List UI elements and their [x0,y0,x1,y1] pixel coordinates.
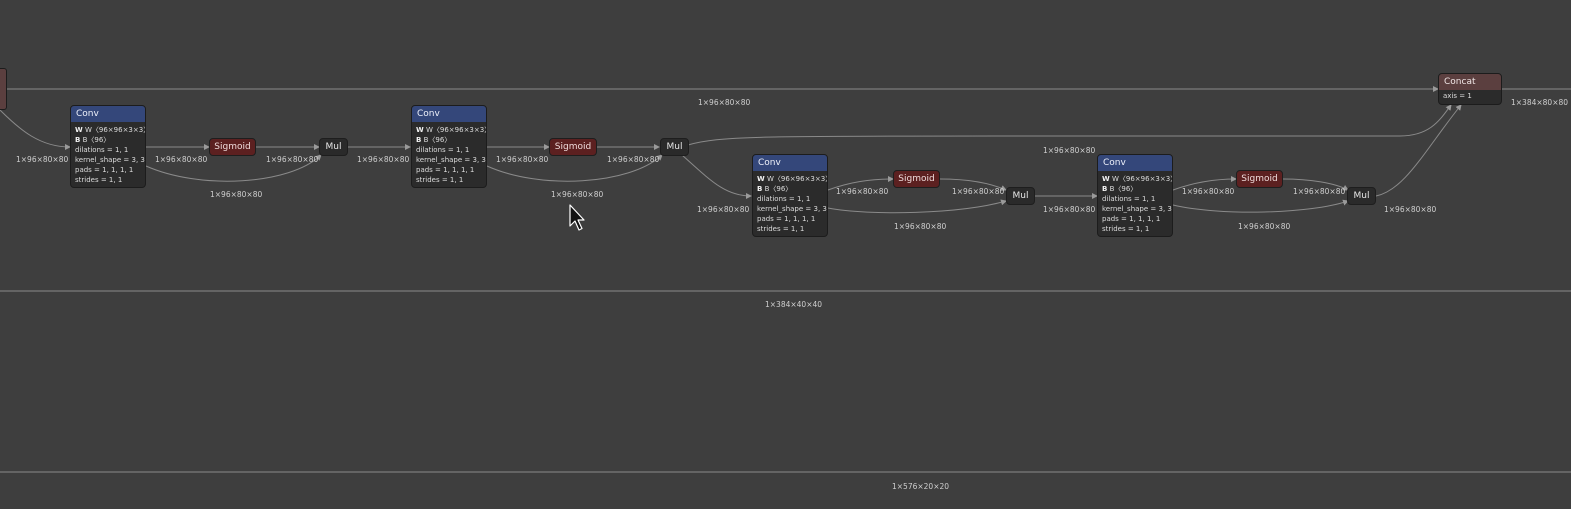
edge-conv2-mul2 [486,154,663,182]
edge-label: 1×96×80×80 [16,155,69,164]
conv-attr-kernel: kernel_shape = 3, 3 [416,156,486,164]
edge-label: 1×96×80×80 [697,205,750,214]
concat-node-title: Concat [1439,74,1501,90]
edge-label: 1×96×80×80 [1043,205,1096,214]
conv-attr-pads: pads = 1, 1, 1, 1 [75,166,134,174]
mul-node-1[interactable]: Mul [319,138,348,156]
conv-attr-strides: strides = 1, 1 [757,225,805,233]
conv-attr-strides: strides = 1, 1 [1102,225,1150,233]
concat-attr-axis: axis = 1 [1443,92,1472,100]
conv-attr-kernel: kernel_shape = 3, 3 [1102,205,1172,213]
edge-label: 1×96×80×80 [836,187,889,196]
conv-node-2[interactable]: Conv W W〈96×96×3×3〉 B B〈96〉 dilations = … [411,105,487,188]
edge-conv4-sig4 [1172,176,1237,191]
conv-attr-dilations: dilations = 1, 1 [75,146,129,154]
conv-attr-weight: W W〈96×96×3×3〉 [75,126,146,134]
mul-node-3[interactable]: Mul [1006,187,1035,205]
edge-label: 1×96×80×80 [155,155,208,164]
conv-attr-pads: pads = 1, 1, 1, 1 [757,215,816,223]
edge-sig4-mul4 [1282,178,1349,191]
edge-in-conv1 [0,109,71,150]
edge-label: 1×96×80×80 [698,98,751,107]
edge-label: 1×96×80×80 [607,155,660,164]
conv-attr-bias: B B〈96〉 [75,136,111,144]
sigmoid-node-2[interactable]: Sigmoid [549,138,597,156]
edge-conv4-mul4 [1172,199,1349,213]
sigmoid-node-4[interactable]: Sigmoid [1236,170,1283,188]
edge-label: 1×96×80×80 [210,190,263,199]
conv-node-2-title: Conv [412,106,486,122]
conv-attr-dilations: dilations = 1, 1 [1102,195,1156,203]
edge-conv1-mul1 [145,154,322,182]
conv-attr-dilations: dilations = 1, 1 [416,146,470,154]
edge-sig3-mul3 [939,178,1007,191]
edge-mul2-concat [687,104,1452,146]
conv-attr-strides: strides = 1, 1 [416,176,464,184]
edge-mul2-conv3 [681,154,752,199]
conv-attr-kernel: kernel_shape = 3, 3 [75,156,145,164]
edge-label: 1×96×80×80 [1238,222,1291,231]
conv-attr-kernel: kernel_shape = 3, 3 [757,205,827,213]
conv-attr-strides: strides = 1, 1 [75,176,123,184]
conv-attr-bias: B B〈96〉 [416,136,452,144]
edge-conv3-mul3 [827,199,1007,214]
edge-label: 1×384×40×40 [765,300,823,309]
conv-node-3-title: Conv [753,155,827,171]
conv-node-4-title: Conv [1098,155,1172,171]
conv-node-1[interactable]: Conv W W〈96×96×3×3〉 B B〈96〉 dilations = … [70,105,146,188]
sigmoid-node-1[interactable]: Sigmoid [209,138,256,156]
edge-label: 1×96×80×80 [266,155,319,164]
conv-attr-bias: B B〈96〉 [1102,185,1138,193]
input-node-partial[interactable] [0,68,7,110]
edge-conv3-sig3 [827,176,894,191]
edge-label: 1×96×80×80 [1182,187,1235,196]
edge-label: 1×96×80×80 [1384,205,1437,214]
edge-label: 1×96×80×80 [1043,146,1096,155]
conv-node-4[interactable]: Conv W W〈96×96×3×3〉 B B〈96〉 dilations = … [1097,154,1173,237]
edge-label: 1×96×80×80 [952,187,1005,196]
edge-label: 1×96×80×80 [551,190,604,199]
mul-node-2[interactable]: Mul [660,138,689,156]
mul-node-4[interactable]: Mul [1347,187,1376,205]
conv-attr-bias: B B〈96〉 [757,185,793,193]
edge-label: 1×96×80×80 [357,155,410,164]
conv-attr-weight: W W〈96×96×3×3〉 [757,175,828,183]
edge-label: 1×576×20×20 [892,482,950,491]
conv-attr-pads: pads = 1, 1, 1, 1 [1102,215,1161,223]
conv-attr-weight: W W〈96×96×3×3〉 [1102,175,1173,183]
edge-label: 1×96×80×80 [1293,187,1346,196]
conv-attr-weight: W W〈96×96×3×3〉 [416,126,487,134]
edge-label: 1×96×80×80 [496,155,549,164]
conv-node-3[interactable]: Conv W W〈96×96×3×3〉 B B〈96〉 dilations = … [752,154,828,237]
sigmoid-node-3[interactable]: Sigmoid [893,170,940,188]
conv-attr-pads: pads = 1, 1, 1, 1 [416,166,475,174]
edge-label: 1×96×80×80 [894,222,947,231]
edge-mul4-concat [1375,104,1462,197]
concat-node[interactable]: Concat axis = 1 [1438,73,1502,105]
conv-node-1-title: Conv [71,106,145,122]
mouse-cursor-icon [569,204,585,231]
conv-attr-dilations: dilations = 1, 1 [757,195,811,203]
edge-label: 1×384×80×80 [1511,98,1569,107]
